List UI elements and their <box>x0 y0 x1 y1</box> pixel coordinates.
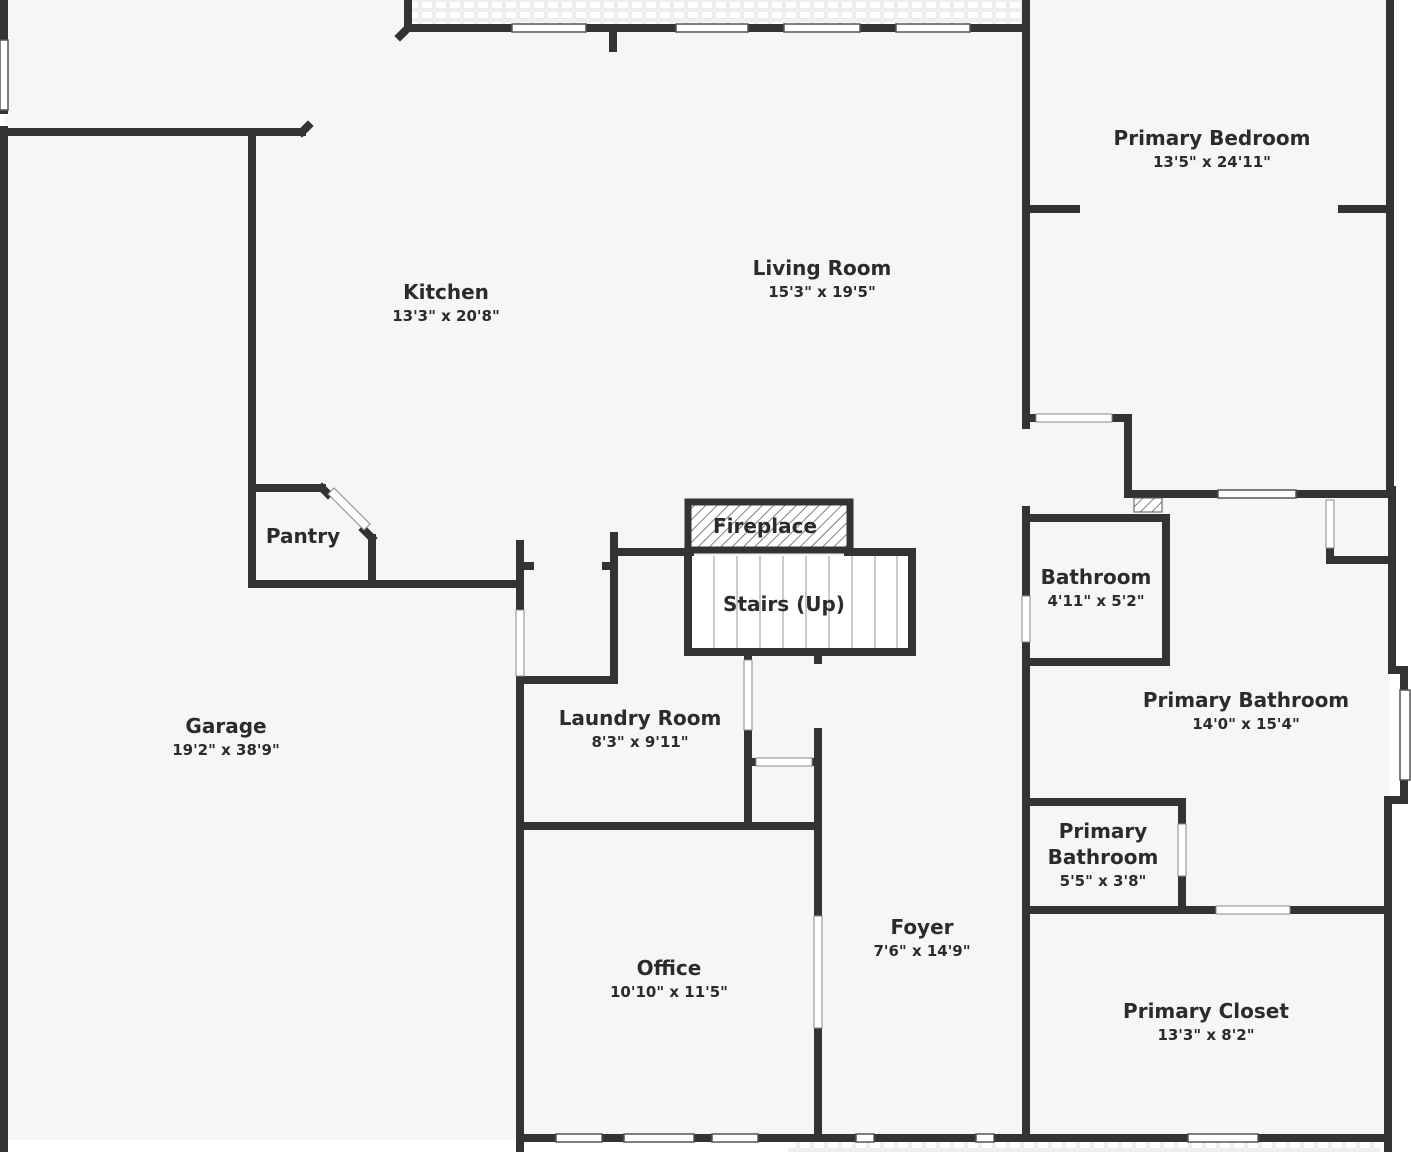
windows <box>0 23 1411 1143</box>
chimney-chase <box>1133 497 1163 513</box>
room-fireplace: Fireplace <box>713 514 817 538</box>
room-name: Laundry Room <box>559 706 722 730</box>
room-name: Pantry <box>266 524 340 548</box>
room-pantry: Pantry <box>266 524 340 548</box>
room-dimensions: 4'11" x 5'2" <box>1047 592 1144 610</box>
patio-top <box>412 0 1024 24</box>
room-dimensions: 13'3" x 20'8" <box>392 307 500 325</box>
room-primary-bathroom: Primary Bathroom 14'0" x 15'4" <box>1143 688 1349 733</box>
room-name: Primary Closet <box>1123 999 1289 1023</box>
room-laundry-room: Laundry Room 8'3" x 9'11" <box>559 706 722 751</box>
room-name-line1: Primary <box>1059 819 1148 843</box>
pantry-door <box>327 487 371 531</box>
room-bathroom: Bathroom 4'11" x 5'2" <box>1041 565 1152 610</box>
room-name: Garage <box>185 714 266 738</box>
room-dimensions: 13'5" x 24'11" <box>1153 153 1271 171</box>
room-dimensions: 10'10" x 11'5" <box>610 983 728 1001</box>
room-dimensions: 8'3" x 9'11" <box>591 733 688 751</box>
room-dimensions: 5'5" x 3'8" <box>1060 872 1147 890</box>
porch-bottom <box>788 1140 1380 1152</box>
room-name: Stairs (Up) <box>723 592 845 616</box>
room-foyer: Foyer 7'6" x 14'9" <box>873 915 970 960</box>
stairs-treads <box>692 556 908 648</box>
room-primary-closet: Primary Closet 13'3" x 8'2" <box>1123 999 1289 1044</box>
room-dimensions: 14'0" x 15'4" <box>1192 715 1300 733</box>
room-name: Bathroom <box>1041 565 1152 589</box>
door-openings <box>327 413 1335 1029</box>
room-name: Fireplace <box>713 514 817 538</box>
room-dimensions: 19'2" x 38'9" <box>172 741 280 759</box>
room-name: Primary Bedroom <box>1114 126 1311 150</box>
room-name: Primary Bathroom <box>1143 688 1349 712</box>
room-stairs: Stairs (Up) <box>723 592 845 616</box>
room-living-room: Living Room 15'3" x 19'5" <box>753 256 892 301</box>
room-name: Foyer <box>890 915 953 939</box>
room-dimensions: 15'3" x 19'5" <box>768 283 876 301</box>
room-name-line2: Bathroom <box>1048 845 1159 869</box>
room-primary-bedroom: Primary Bedroom 13'5" x 24'11" <box>1114 126 1311 171</box>
room-name: Living Room <box>753 256 892 280</box>
room-office: Office 10'10" x 11'5" <box>610 956 728 1001</box>
room-name: Kitchen <box>403 280 489 304</box>
room-dimensions: 13'3" x 8'2" <box>1157 1026 1254 1044</box>
room-dimensions: 7'6" x 14'9" <box>873 942 970 960</box>
room-name: Office <box>637 956 702 980</box>
fireplace-hearth <box>684 498 854 554</box>
room-primary-bathroom-small: Primary Bathroom 5'5" x 3'8" <box>1048 819 1159 890</box>
room-garage: Garage 19'2" x 38'9" <box>172 714 280 759</box>
room-kitchen: Kitchen 13'3" x 20'8" <box>392 280 500 325</box>
